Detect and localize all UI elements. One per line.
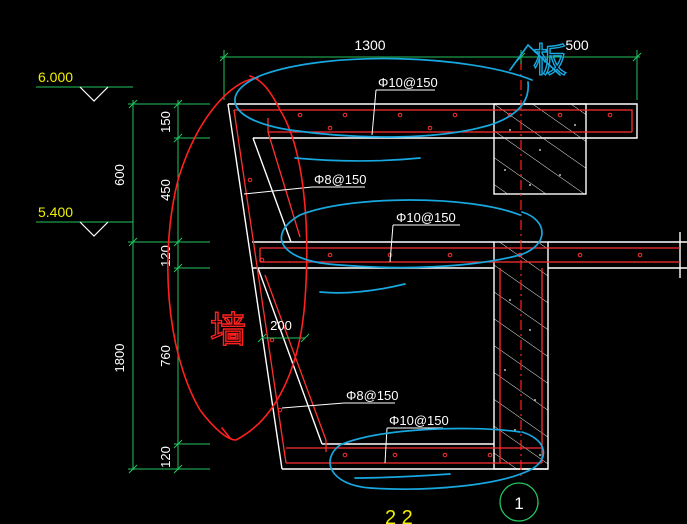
dimension-lines bbox=[36, 50, 642, 474]
level-5400: 5.400 bbox=[38, 204, 73, 220]
rebar-label-wall-lower: Φ8@150 bbox=[346, 388, 399, 403]
blue-markup-annotation bbox=[234, 43, 561, 490]
level-6000: 6.000 bbox=[38, 69, 73, 85]
mid-slab-continuation bbox=[548, 232, 687, 278]
dim-v-150: 150 bbox=[158, 111, 173, 133]
dim-v-600: 600 bbox=[112, 164, 127, 186]
dim-top-500: 500 bbox=[565, 37, 589, 53]
rebar-label-wall-upper: Φ8@150 bbox=[314, 172, 367, 187]
rebar-label-mid-slab: Φ10@150 bbox=[396, 210, 456, 225]
rebar-label-top-slab: Φ10@150 bbox=[378, 75, 438, 90]
red-markup-annotation bbox=[167, 75, 308, 441]
dim-v-120a: 120 bbox=[158, 245, 173, 267]
level-triangle-icon bbox=[79, 86, 109, 237]
dim-v-1800: 1800 bbox=[112, 344, 127, 373]
rebar-lines bbox=[233, 109, 680, 464]
axis-bubble-icon bbox=[499, 482, 539, 522]
slab-note: 板 bbox=[533, 41, 567, 81]
dim-top-1300: 1300 bbox=[354, 37, 385, 53]
rebar-leaders bbox=[243, 89, 460, 464]
dim-v-120b: 120 bbox=[158, 446, 173, 468]
wall-note: 墙 bbox=[210, 310, 246, 351]
rebar-label-bottom-slab: Φ10@150 bbox=[389, 413, 449, 428]
dim-v-450: 450 bbox=[158, 179, 173, 201]
bottom-partial-text: 2 2 bbox=[385, 507, 413, 524]
dim-wall-200: 200 bbox=[270, 318, 292, 333]
axis-label: 1 bbox=[514, 494, 523, 513]
concrete-stipple bbox=[504, 124, 576, 456]
dim-v-760: 760 bbox=[158, 345, 173, 367]
